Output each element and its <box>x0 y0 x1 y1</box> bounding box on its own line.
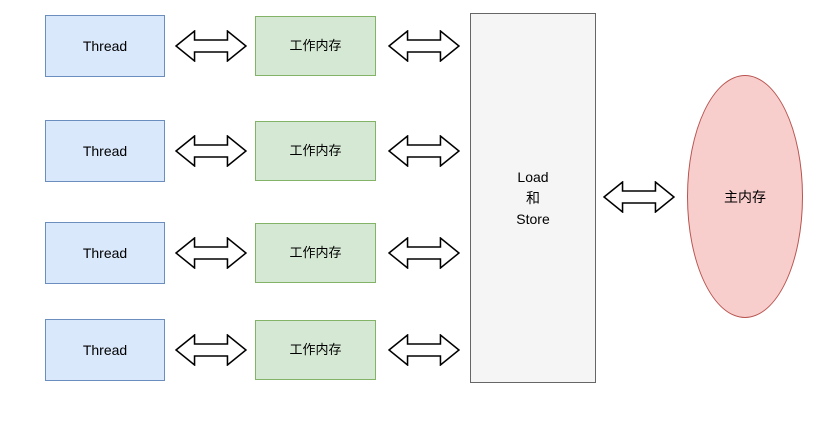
load-store-line: 和 <box>526 189 540 206</box>
load-store-line: Load <box>517 168 549 185</box>
load-store-line: Store <box>516 210 550 227</box>
thread-box: Thread <box>45 222 165 284</box>
working-memory-box: 工作内存 <box>255 223 376 283</box>
thread-box: Thread <box>45 120 165 182</box>
double-arrow-icon <box>175 30 247 62</box>
double-arrow-icon <box>388 30 460 62</box>
double-arrow-icon <box>175 334 247 366</box>
working-memory-box: 工作内存 <box>255 320 376 380</box>
main-memory-ellipse: 主内存 <box>687 75 803 318</box>
working-memory-box: 工作内存 <box>255 121 376 181</box>
working-memory-box: 工作内存 <box>255 16 376 76</box>
double-arrow-icon <box>175 135 247 167</box>
double-arrow-icon <box>388 334 460 366</box>
double-arrow-icon <box>388 135 460 167</box>
double-arrow-icon <box>388 237 460 269</box>
thread-box: Thread <box>45 319 165 381</box>
double-arrow-icon <box>603 181 675 213</box>
thread-box: Thread <box>45 15 165 77</box>
load-store-box: Load 和 Store <box>470 13 596 383</box>
double-arrow-icon <box>175 237 247 269</box>
